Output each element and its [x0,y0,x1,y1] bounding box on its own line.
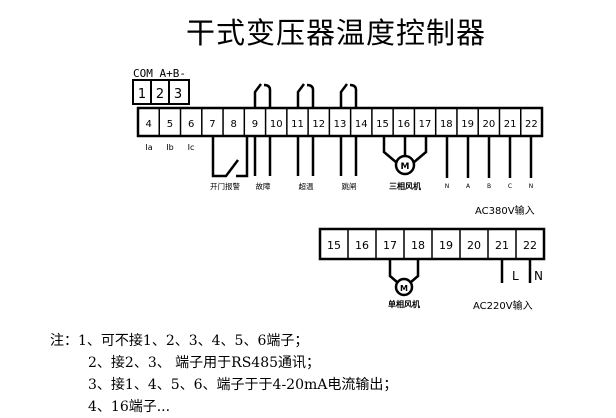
current-label-ia: Ia [145,143,152,152]
main-terminal-number: 7 [209,119,215,130]
note-line: 注：1、可不接1、2、3、4、5、6端子； [50,333,309,349]
main-terminal-number: 18 [440,119,453,130]
main-terminal-number: 12 [312,119,325,130]
phase-leads [445,136,533,178]
single-terminal-number: 17 [383,239,397,252]
note-line: 4、16端子... [88,399,171,415]
main-terminal-number: 4 [145,119,151,130]
single-terminal-number: 19 [439,239,453,252]
single-terminal-number: 18 [411,239,425,252]
label-phase-n2: N [529,183,534,190]
main-terminal-number: 11 [291,119,304,130]
single-terminal-number: 15 [327,239,341,252]
label-phase-c: C [508,183,512,190]
relay-contact-path [253,83,272,108]
label-single-phase-fan: 单相风机 [388,299,420,309]
relay-contact-path [339,83,358,108]
single-terminal-number: 21 [495,239,509,252]
note-line: 3、接1、4、5、6、端子于于4-20mA电流输出； [88,377,398,393]
relay-bridge-fault [253,83,272,108]
main-terminal-number: 6 [188,119,194,130]
com-block-outline [132,79,190,105]
label-phase-n: N [445,183,450,190]
door-switch-path [211,136,249,178]
main-terminal-number: 20 [482,119,495,130]
com-terminal-number: 1 [138,87,146,102]
label-door-alarm: 开门报警 [210,181,240,191]
main-terminal-number: 19 [461,119,474,130]
single-terminal-number: 20 [467,239,481,252]
relay-bridge-trip [339,83,358,108]
current-label-ic: Ic [188,143,195,152]
line-n-label: N [534,269,543,283]
ac220-label: AC220V输入 [473,299,533,312]
current-label-ib: Ib [166,143,173,152]
door-alarm-switch [211,136,249,178]
relay-bridge-overtemp [296,83,315,108]
single-phase-terminal-block: 15 16 17 18 19 20 21 22 [318,227,546,261]
diagram-title: 干式变压器温度控制器 [186,16,487,50]
fan-wire-path [410,259,420,283]
com-label: COM A+B- [133,67,186,80]
relay-contact-path [296,83,315,108]
single-terminal-number: 16 [355,239,369,252]
main-terminal-number: 22 [525,119,538,130]
line-l-label: L [512,269,519,283]
ac380-label: AC380V输入 [475,204,535,217]
label-three-phase-fan: 三相风机 [389,181,421,191]
main-terminal-number: 16 [397,119,410,130]
main-terminal-number: 17 [419,119,432,130]
fan-wire-path [382,136,398,164]
main-terminal-number: 14 [355,119,368,130]
fan-wire-path [388,259,398,283]
label-over-temp: 超温 [299,182,314,191]
single-phase-fan-motor [394,277,414,297]
label-phase-a: A [466,183,471,190]
com-terminal-block: 1 2 3 [132,79,190,105]
label-fault: 故障 [256,181,271,191]
main-terminal-number: 9 [252,119,258,130]
main-terminal-number: 8 [230,119,236,130]
main-terminal-number: 10 [270,119,283,130]
label-trip: 跳闸 [342,181,357,191]
notes: 注：1、可不接1、2、3、4、5、6端子； 2、接2、3、 端子用于RS485通… [50,330,398,415]
com-terminal-number: 2 [156,87,164,102]
fan-wire-path [412,136,428,164]
single-phase-fan-wiring [388,259,420,297]
com-terminal-number: 3 [174,87,182,102]
fan-symbol: M [401,162,410,172]
main-terminal-number: 5 [167,119,173,130]
power-leads [500,259,532,283]
three-phase-fan-motor [394,154,416,176]
main-terminal-number: 21 [504,119,517,130]
main-terminal-block: 4 5 6 7 8 9 10 11 12 13 14 15 16 17 18 19 20 21 22 [136,106,544,138]
single-terminal-number: 22 [523,239,537,252]
main-terminal-number: 15 [376,119,389,130]
fan-symbol: M [400,284,408,293]
main-terminal-number: 13 [334,119,347,130]
relay-leads [253,136,358,176]
note-line: 2、接2、3、 端子用于RS485通讯； [88,355,321,371]
three-phase-fan-wiring [382,136,428,176]
label-phase-b: B [487,183,491,190]
